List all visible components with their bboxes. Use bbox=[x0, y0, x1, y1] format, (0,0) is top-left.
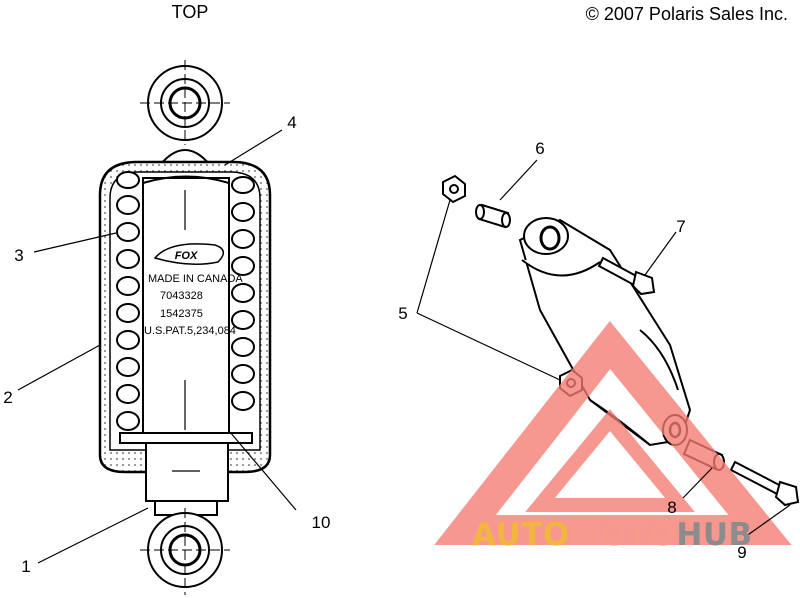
callout-7: 7 bbox=[676, 217, 685, 236]
nut-top bbox=[442, 174, 466, 204]
copyright-text: © 2007 Polaris Sales Inc. bbox=[586, 4, 788, 24]
bolt-9 bbox=[729, 460, 800, 507]
patent-text: U.S.PAT.5,234,084 bbox=[144, 325, 236, 337]
bolt-7 bbox=[597, 256, 656, 296]
callout-9: 9 bbox=[737, 543, 746, 562]
top-eyelet bbox=[140, 60, 230, 145]
callout-10: 10 bbox=[312, 513, 331, 532]
fox-logo-text: FOX bbox=[175, 250, 198, 262]
watermark-text: AUTOMOTOHUB bbox=[472, 517, 753, 553]
watermark-triangle bbox=[434, 320, 792, 545]
top-label: TOP bbox=[172, 2, 209, 22]
watermark-part-hub: HUB bbox=[676, 517, 752, 553]
bottom-eyelet bbox=[140, 508, 230, 595]
callout-3: 3 bbox=[14, 246, 23, 265]
shock-body bbox=[142, 175, 230, 434]
made-in-text: MADE IN CANADA bbox=[148, 273, 243, 285]
watermark-part-auto: AUTO bbox=[472, 517, 570, 553]
part-number-2: 1542375 bbox=[160, 308, 203, 320]
fox-logo: FOX bbox=[153, 243, 224, 265]
watermark-part-moto: MOTO bbox=[570, 517, 677, 553]
callout-8: 8 bbox=[667, 498, 676, 517]
callout-1: 1 bbox=[21, 557, 30, 576]
bushing-6 bbox=[475, 203, 511, 229]
callout-2: 2 bbox=[3, 388, 12, 407]
leader-lines bbox=[17, 129, 791, 564]
callout-6: 6 bbox=[535, 139, 544, 158]
callout-5: 5 bbox=[398, 304, 407, 323]
spring-coils bbox=[116, 171, 255, 431]
part-number-1: 7043328 bbox=[160, 290, 203, 302]
shock-assembly-left: FOX bbox=[98, 60, 272, 595]
callout-4: 4 bbox=[287, 113, 296, 132]
